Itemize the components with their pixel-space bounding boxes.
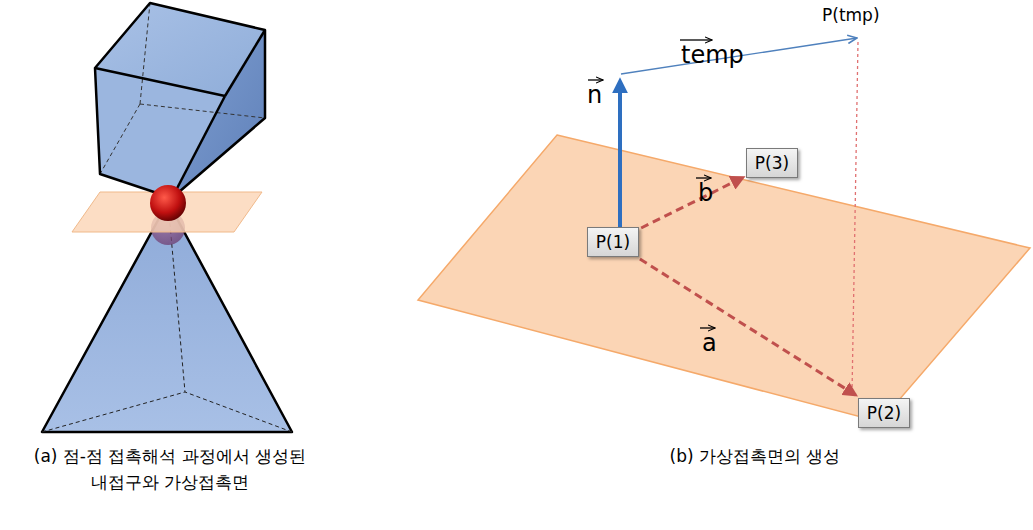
vector-label: n [587,82,602,108]
point-label: P(3) [755,153,789,173]
cube [95,3,265,221]
vector-label: temp [681,42,744,68]
point-label: P(2) [867,403,901,423]
sub-caption: (a) 점-점 접촉해석 과정에서 생성된 내접구와 가상접촉면 [30,444,310,495]
pyramid [42,202,292,432]
point-box: P(3) [746,148,798,178]
vector-arrow [641,177,743,228]
point-box: P(2) [858,398,910,428]
contact-plane [418,135,1030,422]
normal-vector [618,82,622,240]
vector-label: P(tmp) [822,6,880,25]
point-box: P(1) [587,227,639,257]
vector-label: b [698,180,713,206]
vector-symbol [588,40,715,328]
point-label: P(1) [596,232,630,252]
sub-caption: (b) 가상접촉면의 생성 [620,444,890,470]
projection-line [852,42,858,394]
temp-vector [621,38,857,74]
vector-label: a [702,330,717,356]
vector-arrow [640,259,856,395]
